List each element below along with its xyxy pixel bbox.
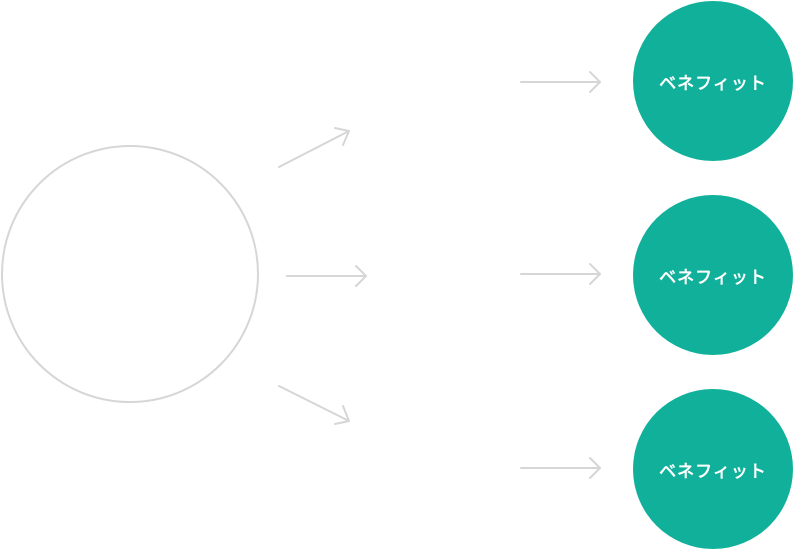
arrow-to-benefit-2 <box>520 263 601 285</box>
benefit-circle-2: ベネフィット <box>633 195 793 355</box>
arrow-right <box>286 265 367 287</box>
arrow-to-benefit-3 <box>520 457 601 479</box>
benefit-label: ベネフィット <box>659 267 767 288</box>
arrow-up-right <box>278 127 350 168</box>
benefit-label: ベネフィット <box>659 461 767 482</box>
source-circle <box>1 145 259 403</box>
benefit-circle-3: ベネフィット <box>633 389 793 549</box>
benefit-label: ベネフィット <box>659 73 767 94</box>
benefit-circle-1: ベネフィット <box>633 1 793 161</box>
arrow-down-right <box>278 385 350 425</box>
arrow-to-benefit-1 <box>520 71 601 93</box>
